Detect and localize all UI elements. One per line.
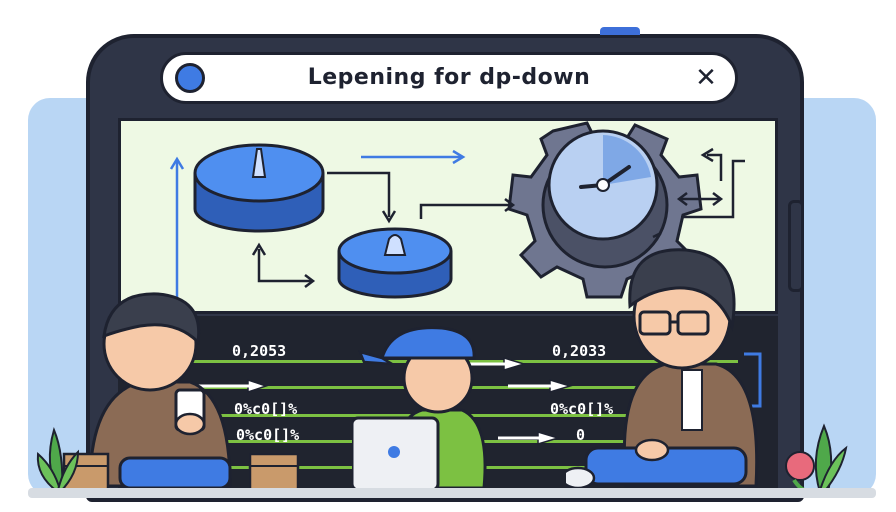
blue-arrows [169, 149, 466, 299]
person-left-icon [88, 292, 232, 490]
small-disc-icon [337, 227, 453, 299]
ground-strip [28, 488, 876, 498]
readout-right-low: 0 [576, 426, 586, 444]
readout-left-top: 0,2053 [232, 342, 287, 360]
search-dot-icon[interactable] [175, 63, 205, 93]
side-button[interactable] [788, 200, 804, 292]
person-right-icon [566, 248, 759, 490]
camera-notch [600, 27, 640, 35]
readout-right-top: 0,2033 [552, 342, 607, 360]
large-disc-icon [193, 143, 325, 233]
white-arrows [198, 356, 573, 446]
close-icon[interactable]: ✕ [695, 63, 717, 93]
plant-right [785, 423, 848, 494]
person-center-icon [352, 326, 487, 492]
box-center [248, 452, 300, 492]
readout-right-mid: 0%c0[]% [550, 400, 614, 418]
plant-left [36, 427, 80, 494]
readout-left-low: 0%c0[]% [236, 426, 300, 444]
readout-left-mid: 0%c0[]% [234, 400, 298, 418]
search-bar[interactable]: Lepening for dp-down ✕ [160, 52, 738, 104]
window-title: Lepening for dp-down [307, 65, 591, 90]
connector-arrows [251, 147, 745, 288]
